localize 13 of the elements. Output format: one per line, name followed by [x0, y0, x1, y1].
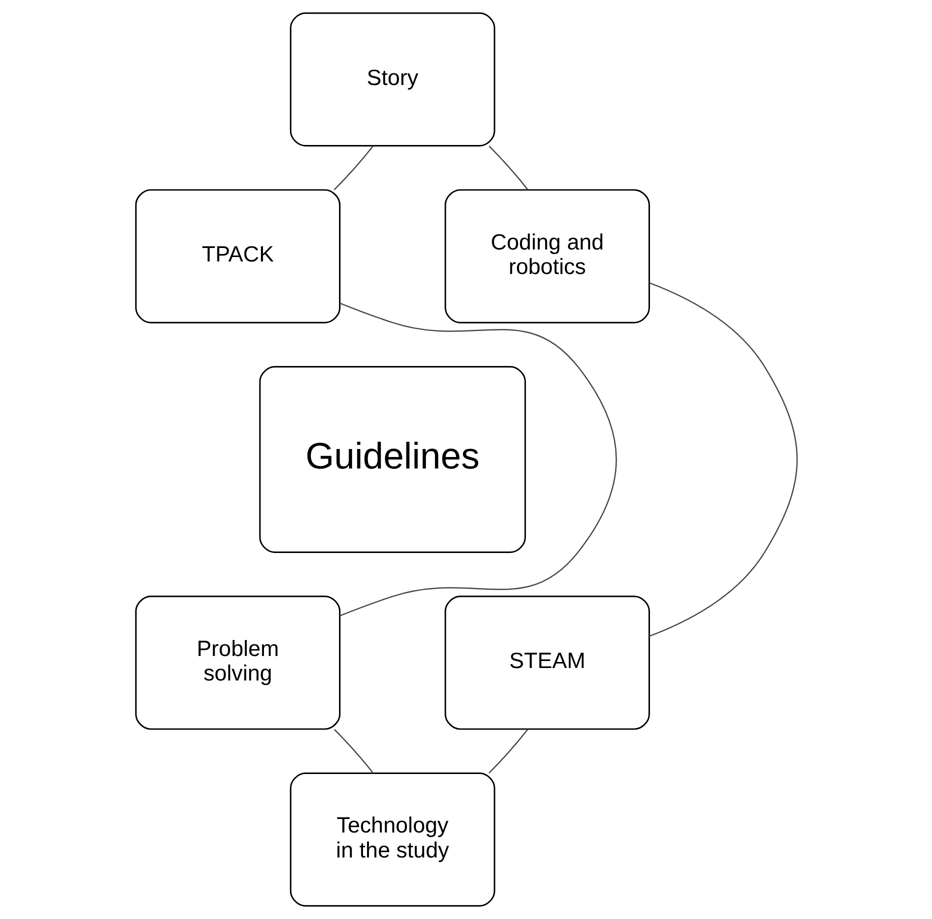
connector: [488, 729, 528, 774]
connector: [333, 146, 373, 190]
connector: [333, 728, 374, 774]
node-box: STEAM: [444, 596, 650, 730]
node-box: Problem solving: [134, 596, 340, 730]
connector: [488, 146, 528, 190]
node-box: TPACK: [134, 189, 340, 324]
connector: [339, 302, 616, 616]
node-box: Guidelines: [258, 366, 526, 553]
connector: [648, 282, 798, 637]
node-box: Coding and robotics: [444, 189, 650, 324]
node-box: Technology in the study: [289, 772, 495, 907]
node-box: Story: [289, 12, 495, 146]
